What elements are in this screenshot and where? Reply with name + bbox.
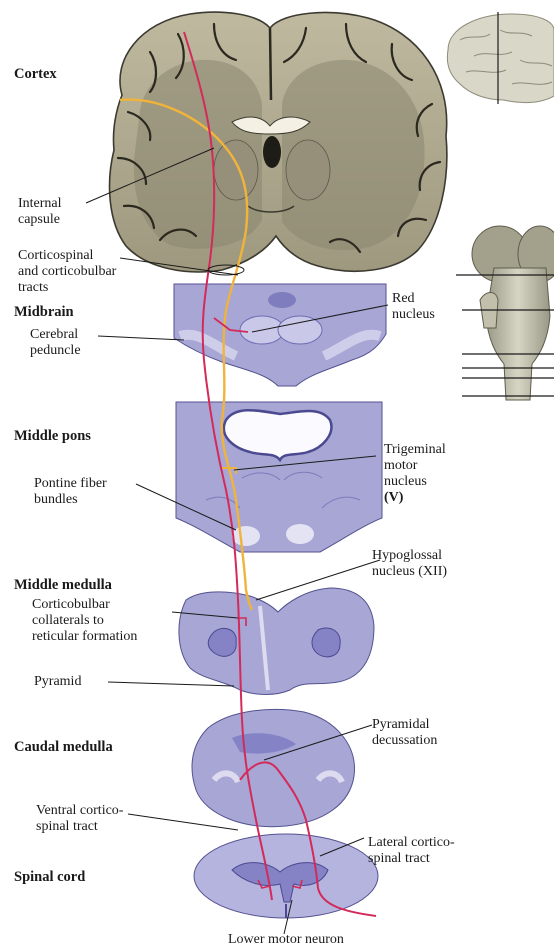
label-trigeminal-motor-nucleus: Trigeminal motor nucleus xyxy=(384,442,446,490)
label-cerebral-peduncle: Cerebral peduncle xyxy=(30,327,81,359)
level-middle-medulla: Middle medulla xyxy=(14,577,112,593)
pons-section xyxy=(176,402,382,552)
label-lower-motor-neuron: Lower motor neuron xyxy=(228,932,344,948)
level-middle-pons: Middle pons xyxy=(14,428,91,444)
cortex-coronal-section xyxy=(110,12,447,272)
label-ventral-corticospinal-tract: Ventral cortico- spinal tract xyxy=(36,803,123,835)
label-red-nucleus: Red nucleus xyxy=(392,291,435,323)
label-lateral-corticospinal-tract: Lateral cortico- spinal tract xyxy=(368,835,455,867)
level-midbrain: Midbrain xyxy=(14,304,74,320)
label-corticospinal-corticobulbar-tracts: Corticospinal and corticobulbar tracts xyxy=(18,248,116,296)
level-cortex: Cortex xyxy=(14,66,57,82)
label-hypoglossal-nucleus-line2: nucleus (XII) xyxy=(372,564,447,580)
label-trigeminal-numeral: (V) xyxy=(384,490,403,506)
label-internal-capsule: Internal capsule xyxy=(18,196,62,228)
label-pyramid: Pyramid xyxy=(34,674,81,690)
brainstem-thumbnail xyxy=(456,226,554,400)
middle-medulla-section xyxy=(179,588,374,695)
label-pyramidal-decussation: Pyramidal decussation xyxy=(372,717,437,749)
caudal-medulla-section xyxy=(192,709,354,826)
level-caudal-medulla: Caudal medulla xyxy=(14,739,113,755)
spinal-cord-section xyxy=(194,834,378,918)
lateral-brain-thumbnail xyxy=(447,12,554,104)
level-spinal-cord: Spinal cord xyxy=(14,869,85,885)
label-corticobulbar-collaterals: Corticobulbar collaterals to reticular f… xyxy=(32,597,137,645)
label-pontine-fiber-bundles: Pontine fiber bundles xyxy=(34,476,107,508)
label-hypoglossal-nucleus-line1: Hypoglossal xyxy=(372,548,442,564)
